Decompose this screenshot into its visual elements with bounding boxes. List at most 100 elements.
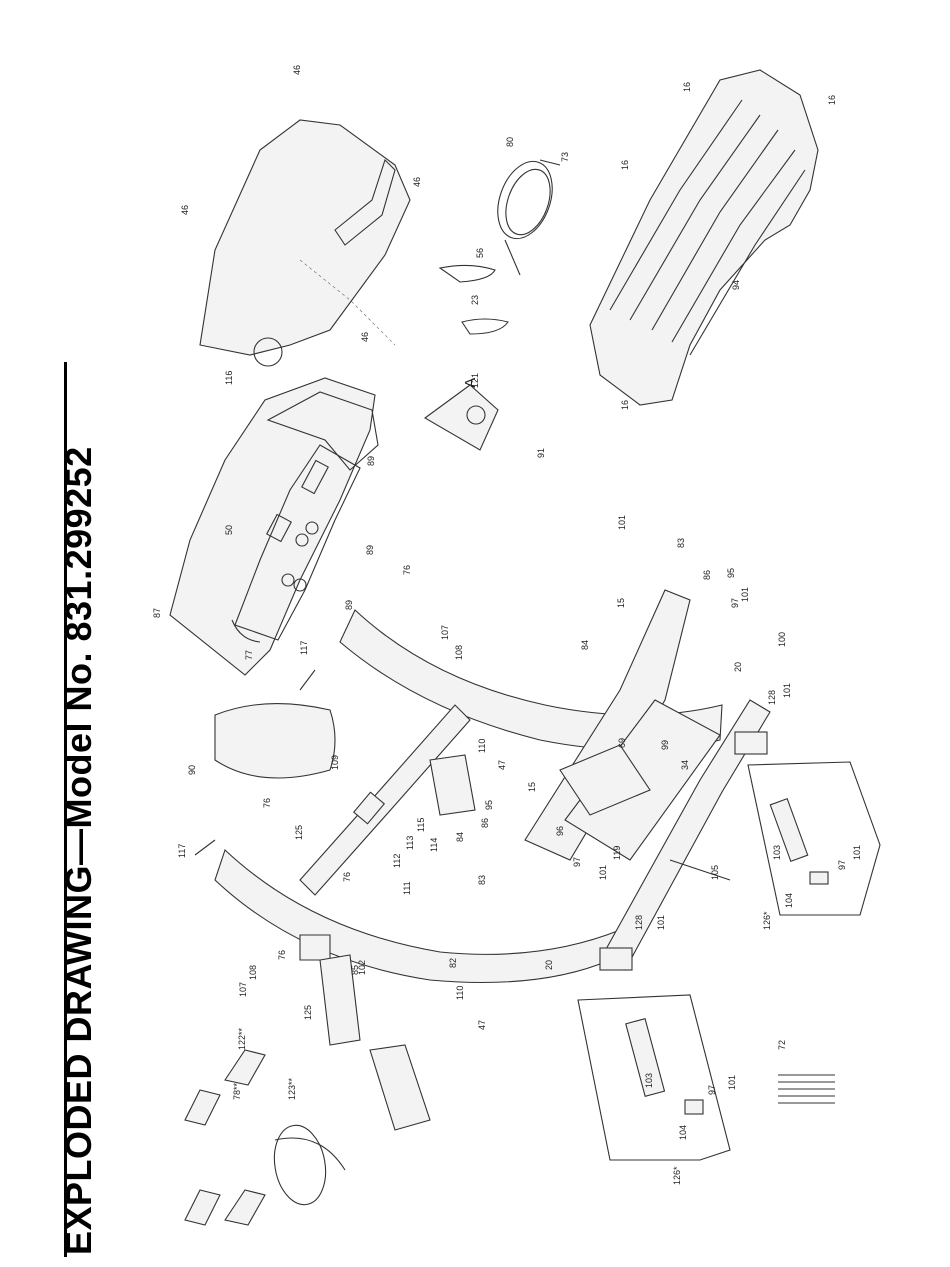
part-callout: 107	[440, 625, 450, 640]
part-callout: 80	[505, 137, 515, 147]
part-callout: 108	[248, 965, 258, 980]
part-callout: 114	[429, 838, 439, 852]
console-base-plate	[199, 119, 411, 367]
callout-labels: 4646464611680735623121161616169487508989…	[152, 65, 862, 1185]
part-callout: 76	[262, 798, 272, 808]
part-callout: 82	[448, 958, 458, 968]
part-callout: 95	[726, 568, 736, 578]
part-callout: 95	[484, 800, 494, 810]
part-callout: 91	[536, 448, 546, 458]
part-callout: 72	[777, 1040, 787, 1050]
part-callout: 87	[152, 608, 162, 618]
part-callout: 117	[299, 641, 309, 655]
part-callout: 97	[837, 860, 847, 870]
part-callout: 96	[555, 826, 565, 836]
wire-ties	[778, 1074, 835, 1104]
part-callout: 101	[727, 1075, 737, 1090]
part-callout: 83	[477, 875, 487, 885]
part-callout: 76	[402, 565, 412, 575]
part-callout: 46	[292, 65, 302, 75]
part-callout: 123**	[287, 1077, 297, 1100]
part-callout: 50	[224, 525, 234, 535]
part-callout: 97	[707, 1085, 717, 1095]
console-assembly	[169, 377, 379, 676]
foot-extension-kit-right	[747, 761, 881, 916]
part-callout: 47	[497, 760, 507, 770]
part-callout: 104	[784, 893, 794, 908]
part-callout: 126*	[762, 911, 772, 930]
part-callout: 103	[772, 845, 782, 860]
part-callout: 115	[416, 818, 426, 832]
part-callout: 101	[782, 683, 792, 698]
part-callout: 16	[682, 82, 692, 92]
part-callout: 89	[366, 456, 376, 466]
part-callout: 97	[572, 857, 582, 867]
part-callout: 46	[412, 177, 422, 187]
part-callout: 122**	[237, 1027, 247, 1050]
part-callout: 126*	[672, 1166, 682, 1185]
part-callout: 100	[777, 632, 787, 647]
part-callout: 16	[620, 160, 630, 170]
part-callout: 101	[656, 915, 666, 930]
part-callout: 108	[454, 645, 464, 660]
part-callout: 94	[731, 280, 741, 290]
part-callout: 89	[344, 600, 354, 610]
part-callout: 117	[177, 844, 187, 858]
part-callout: 101	[598, 865, 608, 880]
part-callout: 110	[455, 986, 465, 1000]
part-callout: 119	[612, 846, 622, 860]
handrail	[194, 669, 336, 856]
part-callout: 109	[330, 755, 340, 770]
part-callout: 86	[480, 818, 490, 828]
part-callout: 15	[616, 598, 626, 608]
part-callout: 101	[852, 845, 862, 860]
part-callout: 85	[350, 965, 360, 975]
part-callout: 113	[405, 836, 415, 850]
foot-extension-kit-left	[577, 994, 731, 1161]
part-callout: 84	[455, 832, 465, 842]
dumbbells-and-strap	[184, 1049, 346, 1226]
left-upright	[214, 849, 621, 983]
part-callout: 83	[676, 538, 686, 548]
part-callout: 84	[580, 640, 590, 650]
part-callout: 104	[678, 1125, 688, 1140]
part-callout: 56	[475, 248, 485, 258]
part-callout: 46	[180, 205, 190, 215]
handles	[319, 754, 476, 1131]
part-callout: 103	[644, 1073, 654, 1088]
part-callout: 86	[702, 570, 712, 580]
part-callout: 128	[767, 690, 777, 705]
part-callout: 107	[238, 982, 248, 997]
motor-hood	[589, 69, 819, 406]
base-frame	[524, 589, 771, 971]
part-callout: 20	[544, 960, 554, 970]
part-callout: 112	[392, 854, 402, 868]
part-callout: 73	[560, 152, 570, 162]
part-callout: 89	[365, 545, 375, 555]
part-callout: 15	[527, 782, 537, 792]
part-callout: 23	[470, 295, 480, 305]
title-rule	[64, 362, 67, 1257]
part-callout: 125	[294, 825, 304, 840]
part-callout: 102	[357, 960, 367, 975]
part-callout: 111	[402, 881, 412, 895]
part-callout: 125	[303, 1005, 313, 1020]
part-callout: 110	[477, 739, 487, 753]
part-callout: 121	[470, 373, 480, 388]
part-callout: 105	[710, 865, 720, 880]
part-callout: 69	[617, 738, 627, 748]
part-callout: 101	[617, 515, 627, 530]
part-callout: 46	[360, 332, 370, 342]
part-callout: 78**	[232, 1082, 242, 1100]
part-callout: 76	[277, 950, 287, 960]
part-callout: 99	[660, 740, 670, 750]
cables	[438, 159, 561, 335]
part-callout: 116	[224, 371, 234, 385]
part-callout: 128	[634, 915, 644, 930]
part-callout: 76	[342, 872, 352, 882]
part-callout: 90	[187, 765, 197, 775]
part-callout: 34	[680, 760, 690, 770]
manual-cd	[423, 384, 499, 451]
